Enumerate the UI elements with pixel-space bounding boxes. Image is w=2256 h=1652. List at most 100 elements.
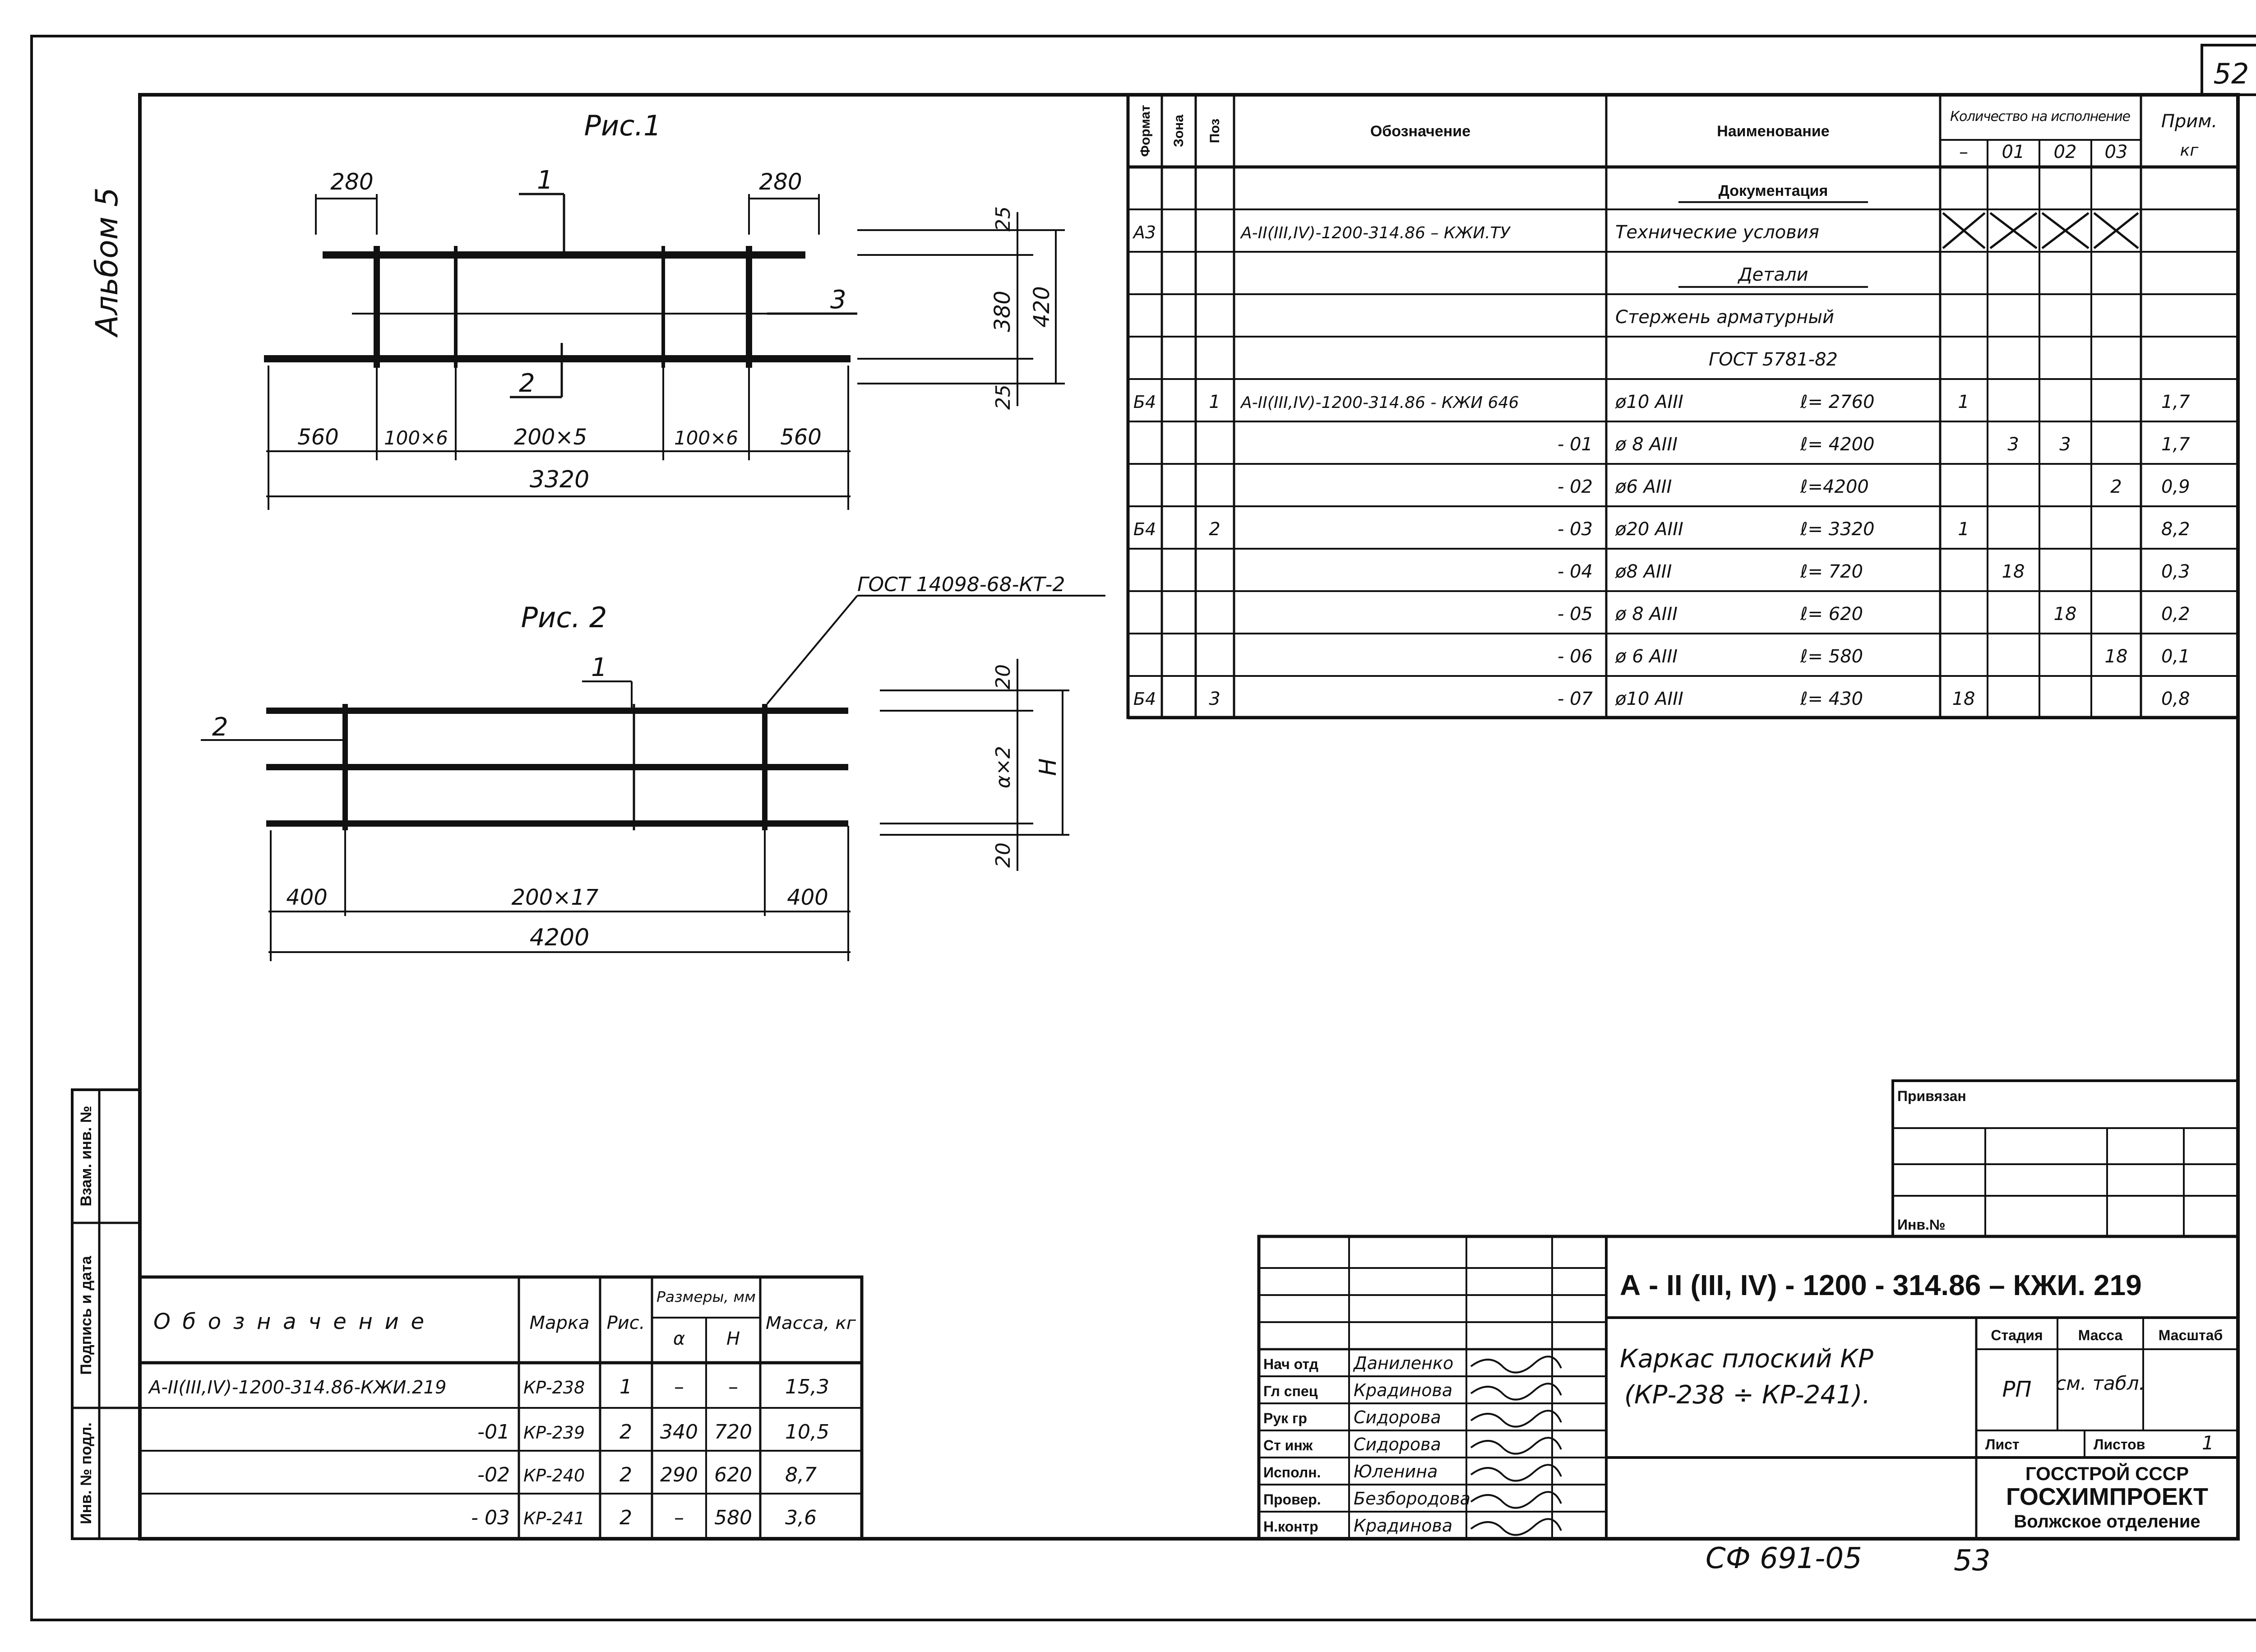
variant-cell-designation: - 03 [471,1506,510,1529]
spec-cell-qty: 1 [1958,519,1969,540]
role-name: Крадинова [1354,1516,1452,1536]
spec-cell-name: ø10 АIII [1615,689,1683,709]
spec-cell-designation: - 04 [1558,561,1593,582]
privyazan-block: Привязан Инв.№ [1891,1079,2239,1238]
privyazan-label: Привязан [1897,1088,1966,1104]
spec-header-zone: Зона [1171,115,1186,147]
role-name: Юленина [1354,1462,1438,1481]
role-label: Исполн. [1263,1464,1321,1481]
fig1-dim-top-left: 280 [330,169,373,195]
variant-cell-h: 580 [714,1506,752,1529]
variant-cell-a: – [674,1375,684,1398]
spec-cell-qty: 18 [2002,561,2025,582]
spec-cell-pos: 2 [1209,519,1220,540]
spec-cell-qty: 18 [2105,646,2128,667]
spec-cell-name: ø8 АIII [1615,561,1672,582]
fig1-dim-v-mid: 380 [990,291,1015,332]
spec-cell-name: ø 8 АIII [1615,434,1678,455]
variant-cell-h: 620 [714,1463,752,1486]
footer-sheet: 53 [1954,1544,1990,1578]
spec-cell-name: Стержень арматурный [1615,307,1834,328]
variant-cell-designation: -02 [477,1463,510,1486]
role-label: Гл спец [1263,1383,1318,1399]
spec-cell-qty: 18 [1952,689,1975,709]
role-name: Сидорова [1354,1407,1441,1427]
variant-cell-mass: 10,5 [785,1421,829,1444]
variants-header-dims: Размеры, мм [656,1288,756,1305]
spec-cell-name: Документация [1719,182,1828,199]
spec-header-designation: Обозначение [1370,123,1470,140]
spec-cell-name: ø20 АIII [1615,519,1683,540]
spec-header-name: Наименование [1717,123,1829,140]
signature-icon [1470,1383,1562,1401]
variant-cell-mass: 8,7 [785,1463,817,1486]
spec-cell-note: 0,9 [2161,477,2190,497]
spec-cell-length: ℓ=4200 [1800,477,1869,497]
fig1-dim-b2: 200×5 [514,425,587,450]
spec-cell-name: ø 8 АIII [1615,604,1678,625]
fig2-dim-total: 4200 [530,924,589,951]
fig2-dim-v-top: 20 [992,664,1015,689]
fig2-leader-2: 2 [212,713,228,742]
fig2-gost: ГОСТ 14098-68-КТ-2 [857,573,1065,596]
spec-cell-note: 0,3 [2161,561,2190,582]
fig1-dim-b4: 560 [780,425,822,450]
spec-cell-note: 8,2 [2161,519,2190,540]
spec-cell-length: ℓ= 430 [1800,689,1863,709]
variants-header-designation: Обозначение [153,1309,424,1334]
fig2-dim-b0: 400 [286,885,328,910]
spec-cell-pos: 1 [1209,392,1220,412]
spec-cell-note: 0,1 [2161,646,2190,667]
variant-cell-h: 720 [714,1421,752,1444]
spec-header-q1: 01 [2002,142,2025,162]
role-label: Нач отд [1263,1356,1318,1372]
signature-icon [1470,1410,1562,1428]
footer-archive: СФ 691-05 [1706,1542,1862,1575]
spec-cell-format: А3 [1132,222,1156,242]
fig1-dim-v-total: 420 [1029,286,1054,328]
signature-icon [1470,1518,1562,1536]
variant-cell-mark: КР-239 [523,1423,585,1443]
role-label: Ст инж [1263,1437,1313,1453]
variants-header-h: Н [726,1328,740,1349]
side-stamp-inv: Инв. № подл. [78,1422,95,1524]
spec-cell-length: ℓ= 2760 [1800,392,1875,412]
signature-icon [1470,1437,1562,1455]
spec-header-note: Прим. [2161,111,2217,132]
fig1-dim-b1: 100×6 [384,427,448,449]
spec-header-note-unit: кг [2180,141,2199,160]
variant-cell-fig: 1 [619,1375,632,1398]
spec-cell-length: ℓ= 3320 [1800,519,1875,540]
variant-cell-mark: КР-241 [523,1509,585,1528]
role-name: Крадинова [1354,1380,1452,1400]
figure-2: Рис. 2 ГОСТ 14098-68-КТ-2 2 1 400 200×17… [201,573,1105,961]
spec-cell-pos: 3 [1209,689,1220,709]
variants-header-fig: Рис. [607,1313,645,1333]
scale-label: Масштаб [2159,1327,2223,1343]
mass-value: см. табл. [2056,1372,2145,1394]
signature-icon [1470,1491,1562,1509]
spec-cell-qty: 1 [1958,392,1969,412]
fig1-dim-b0: 560 [297,425,339,450]
page-number: 52 [2214,57,2249,90]
fig1-title: Рис.1 [584,109,661,142]
spec-cell-designation: - 01 [1558,434,1593,455]
fig2-dim-v-bot: 20 [992,842,1015,868]
spec-cell-note: 1,7 [2161,392,2190,412]
fig1-dim-v-top: 25 [992,206,1015,231]
variant-cell-mark: КР-240 [523,1466,585,1485]
spec-cell-note: 1,7 [2161,434,2190,455]
spec-cell-note: 0,2 [2161,604,2190,625]
spec-cell-name: Технические условия [1615,222,1819,243]
variant-cell-fig: 2 [619,1506,632,1529]
stage-label: Стадия [1991,1327,2043,1343]
role-label: Рук гр [1263,1410,1307,1426]
spec-cell-name: ГОСТ 5781-82 [1709,349,1838,370]
spec-cell-designation: - 02 [1558,477,1593,497]
variant-cell-mass: 3,6 [785,1506,817,1529]
spec-cell-designation: - 05 [1558,604,1593,625]
privyazan-inv: Инв.№ [1897,1217,1946,1233]
role-label: Н.контр [1263,1518,1318,1535]
variant-cell-a: 340 [660,1421,698,1444]
